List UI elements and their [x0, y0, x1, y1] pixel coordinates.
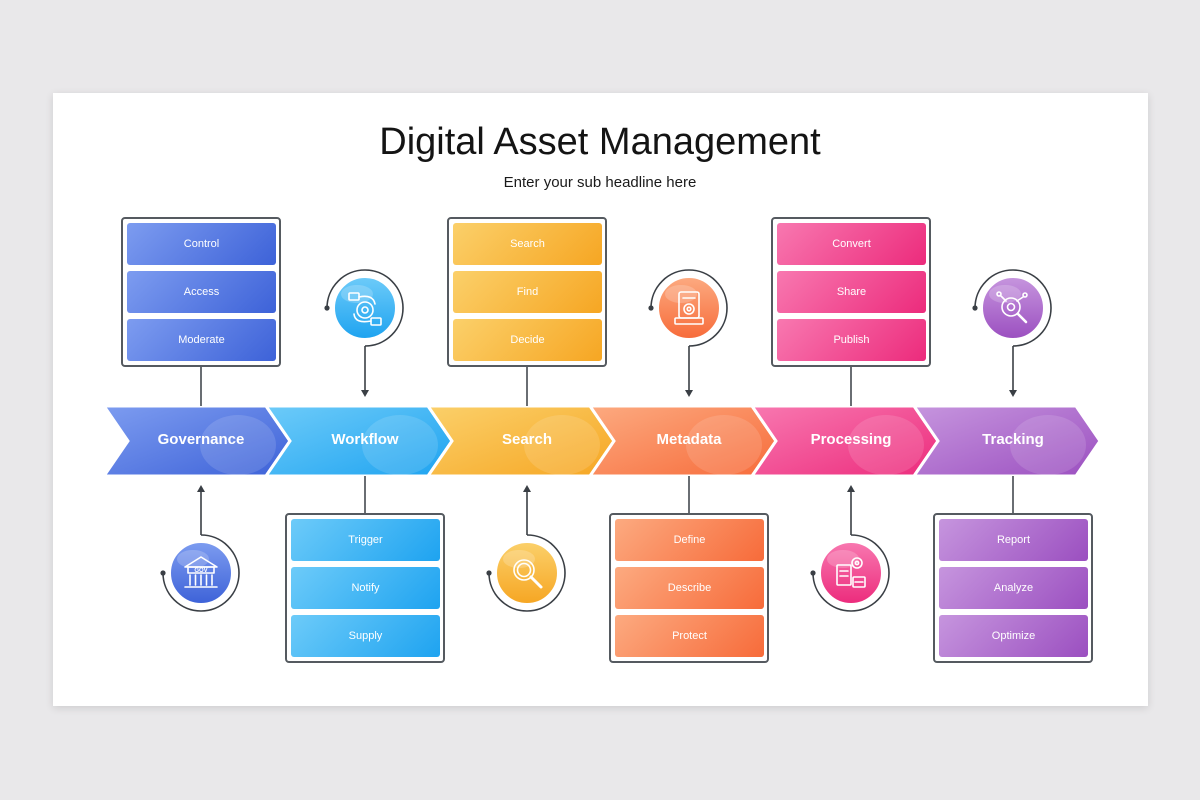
panel-item: Decide: [453, 319, 602, 361]
arrow-highlight: [524, 415, 600, 475]
stage-label-tracking: Tracking: [982, 431, 1044, 448]
panel-item: Find: [453, 271, 602, 313]
panel-item: Describe: [615, 567, 764, 609]
panel-item: Search: [453, 223, 602, 265]
stage-label-metadata: Metadata: [656, 431, 722, 448]
government-building-icon: GOV: [184, 556, 218, 588]
panel-item: Convert: [777, 223, 926, 265]
panel-item: Moderate: [127, 319, 276, 361]
arrow-highlight: [686, 415, 762, 475]
panel-item: Supply: [291, 615, 440, 657]
panel-item: Protect: [615, 615, 764, 657]
icon-badge-metadata: [648, 269, 728, 397]
icon-badge-governance: GOV: [160, 485, 240, 612]
panel-item: Control: [127, 223, 276, 265]
workflow-cycle-icon: [348, 292, 382, 326]
panel-item: Optimize: [939, 615, 1088, 657]
metadata-document-icon: [674, 291, 704, 325]
panel-item: Access: [127, 271, 276, 313]
stage-label-governance: Governance: [157, 431, 245, 448]
icon-badge-search: [486, 485, 566, 612]
arrow-highlight: [848, 415, 924, 475]
arrow-highlight: [362, 415, 438, 475]
svg-text:GOV: GOV: [194, 568, 207, 574]
stage-arrow-tracking: [911, 404, 1102, 478]
icon-badge-workflow: [324, 269, 404, 397]
page-subtitle: Enter your sub headline here: [503, 174, 697, 191]
stage-label-search: Search: [501, 431, 553, 448]
processing-gear-icon: [836, 557, 866, 588]
panel-item: Analyze: [939, 567, 1088, 609]
panel-item: Publish: [777, 319, 926, 361]
page-title: Digital Asset Management: [379, 121, 821, 163]
stage-label-processing: Processing: [810, 431, 892, 448]
stage-label-workflow: Workflow: [331, 431, 399, 448]
icon-badge-processing: [810, 485, 890, 612]
panel-item: Report: [939, 519, 1088, 561]
tracking-analysis-icon: [996, 291, 1028, 324]
icon-badge-tracking: [972, 269, 1052, 397]
arrow-highlight: [200, 415, 276, 475]
panel-item: Share: [777, 271, 926, 313]
panel-item: Define: [615, 519, 764, 561]
panel-item: Trigger: [291, 519, 440, 561]
magnifier-icon: [513, 559, 543, 589]
panel-item: Notify: [291, 567, 440, 609]
arrow-highlight: [1010, 415, 1086, 475]
